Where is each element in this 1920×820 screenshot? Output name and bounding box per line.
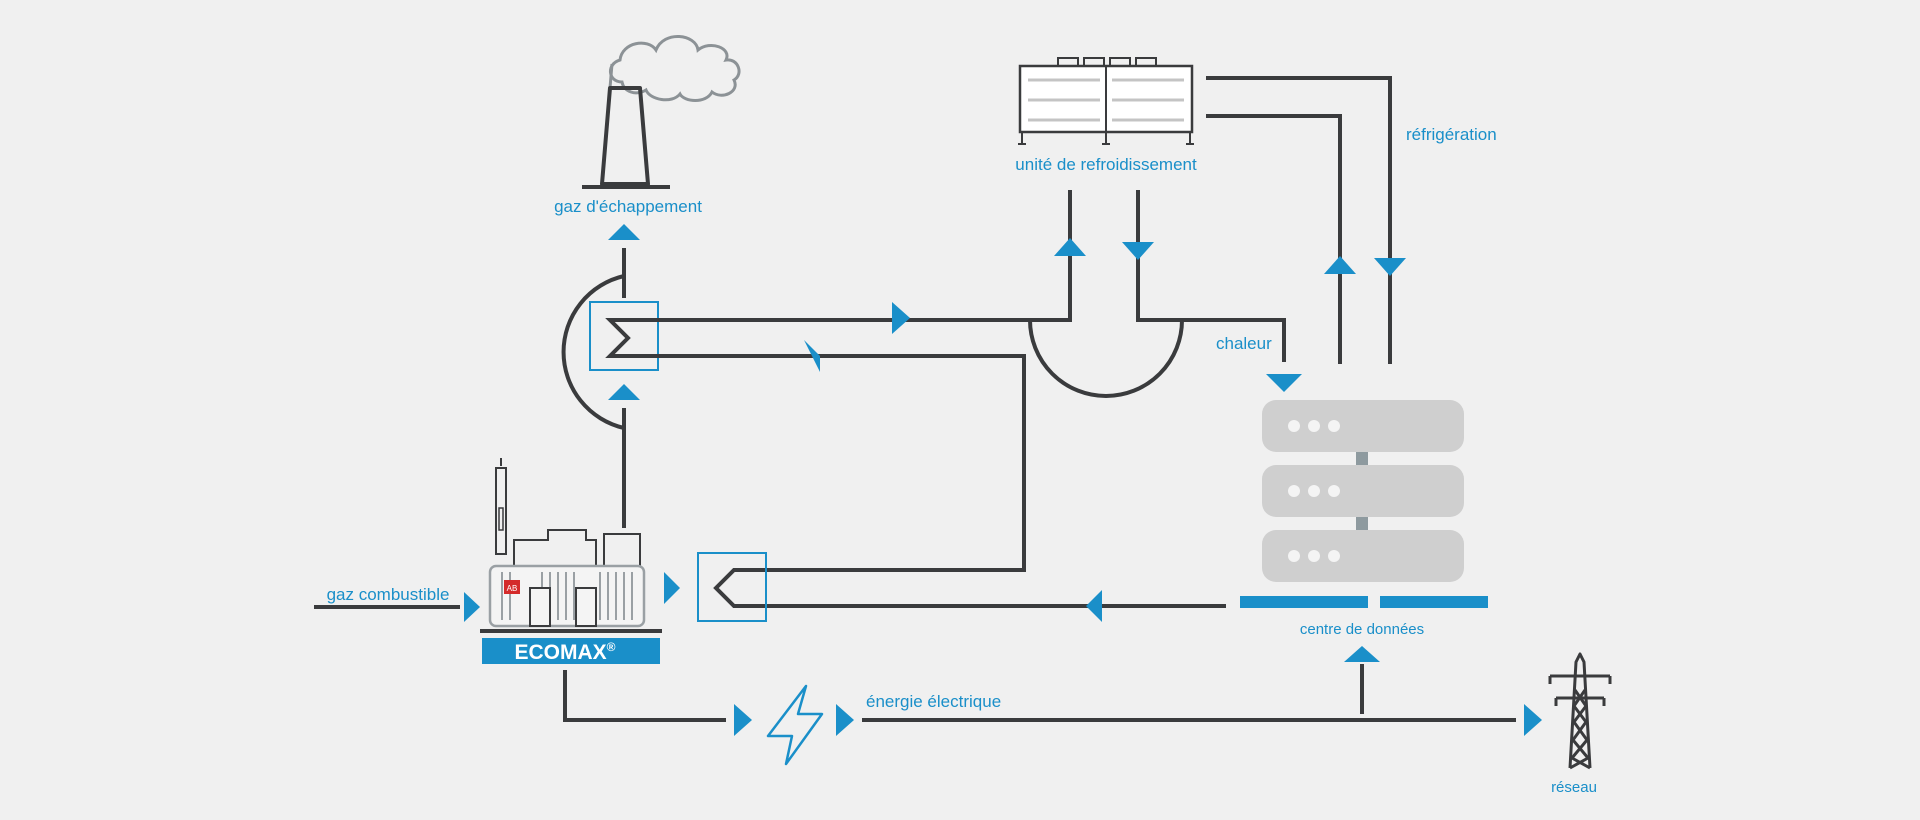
label-grid: réseau <box>1551 779 1597 796</box>
arrow-exhaust-mid-up <box>608 384 640 400</box>
heat-exchanger-lower <box>697 552 767 622</box>
chimney-icon <box>582 35 741 189</box>
ecomax-unit-icon: AB ECOMAX® <box>480 458 662 664</box>
arrow-power-to-datacenter <box>1344 646 1380 662</box>
label-electric-energy: énergie électrique <box>866 692 1001 711</box>
label-fuel-gas: gaz combustible <box>327 585 450 604</box>
arrow-refrigeration-down <box>1374 258 1406 276</box>
arrow-electric-1 <box>734 704 752 736</box>
label-heat: chaleur <box>1216 334 1272 353</box>
cooling-loop-pipe <box>1027 190 1185 398</box>
electric-pipe-out <box>563 670 726 722</box>
refrigeration-pipe-inner <box>1206 114 1342 364</box>
arrow-engine-heat-out <box>664 572 680 604</box>
arrow-cooling-down <box>1122 242 1154 260</box>
ecomax-brand: ECOMAX® <box>514 640 615 664</box>
label-cooling-unit: unité de refroidissement <box>1015 155 1197 174</box>
heat-loop-pipe <box>605 318 1226 608</box>
heat-pipe <box>1138 318 1286 362</box>
cooling-unit-icon <box>1018 57 1194 145</box>
arrow-electric-2 <box>836 704 854 736</box>
arrow-cooling-up <box>1054 238 1086 256</box>
pylon-icon <box>1548 652 1612 770</box>
arrow-fuel-gas-in <box>464 592 480 622</box>
arrow-to-grid <box>1524 704 1542 736</box>
ecomax-nameplate <box>482 638 660 664</box>
exhaust-loop <box>561 274 625 430</box>
arrow-heat-down <box>1266 374 1302 392</box>
server-rack-icon <box>1240 400 1488 608</box>
label-refrigeration: réfrigération <box>1406 125 1497 144</box>
arrow-exhaust-up <box>608 224 640 240</box>
label-exhaust-gas: gaz d'échappement <box>554 197 702 216</box>
label-data-center: centre de données <box>1300 621 1424 638</box>
arrow-heat-right <box>892 302 910 334</box>
lightning-icon <box>766 684 824 766</box>
ab-badge: AB <box>507 584 518 593</box>
arrow-refrigeration-up <box>1324 256 1356 274</box>
arrow-return-left <box>1086 590 1102 622</box>
arrow-heat-left <box>804 340 820 372</box>
